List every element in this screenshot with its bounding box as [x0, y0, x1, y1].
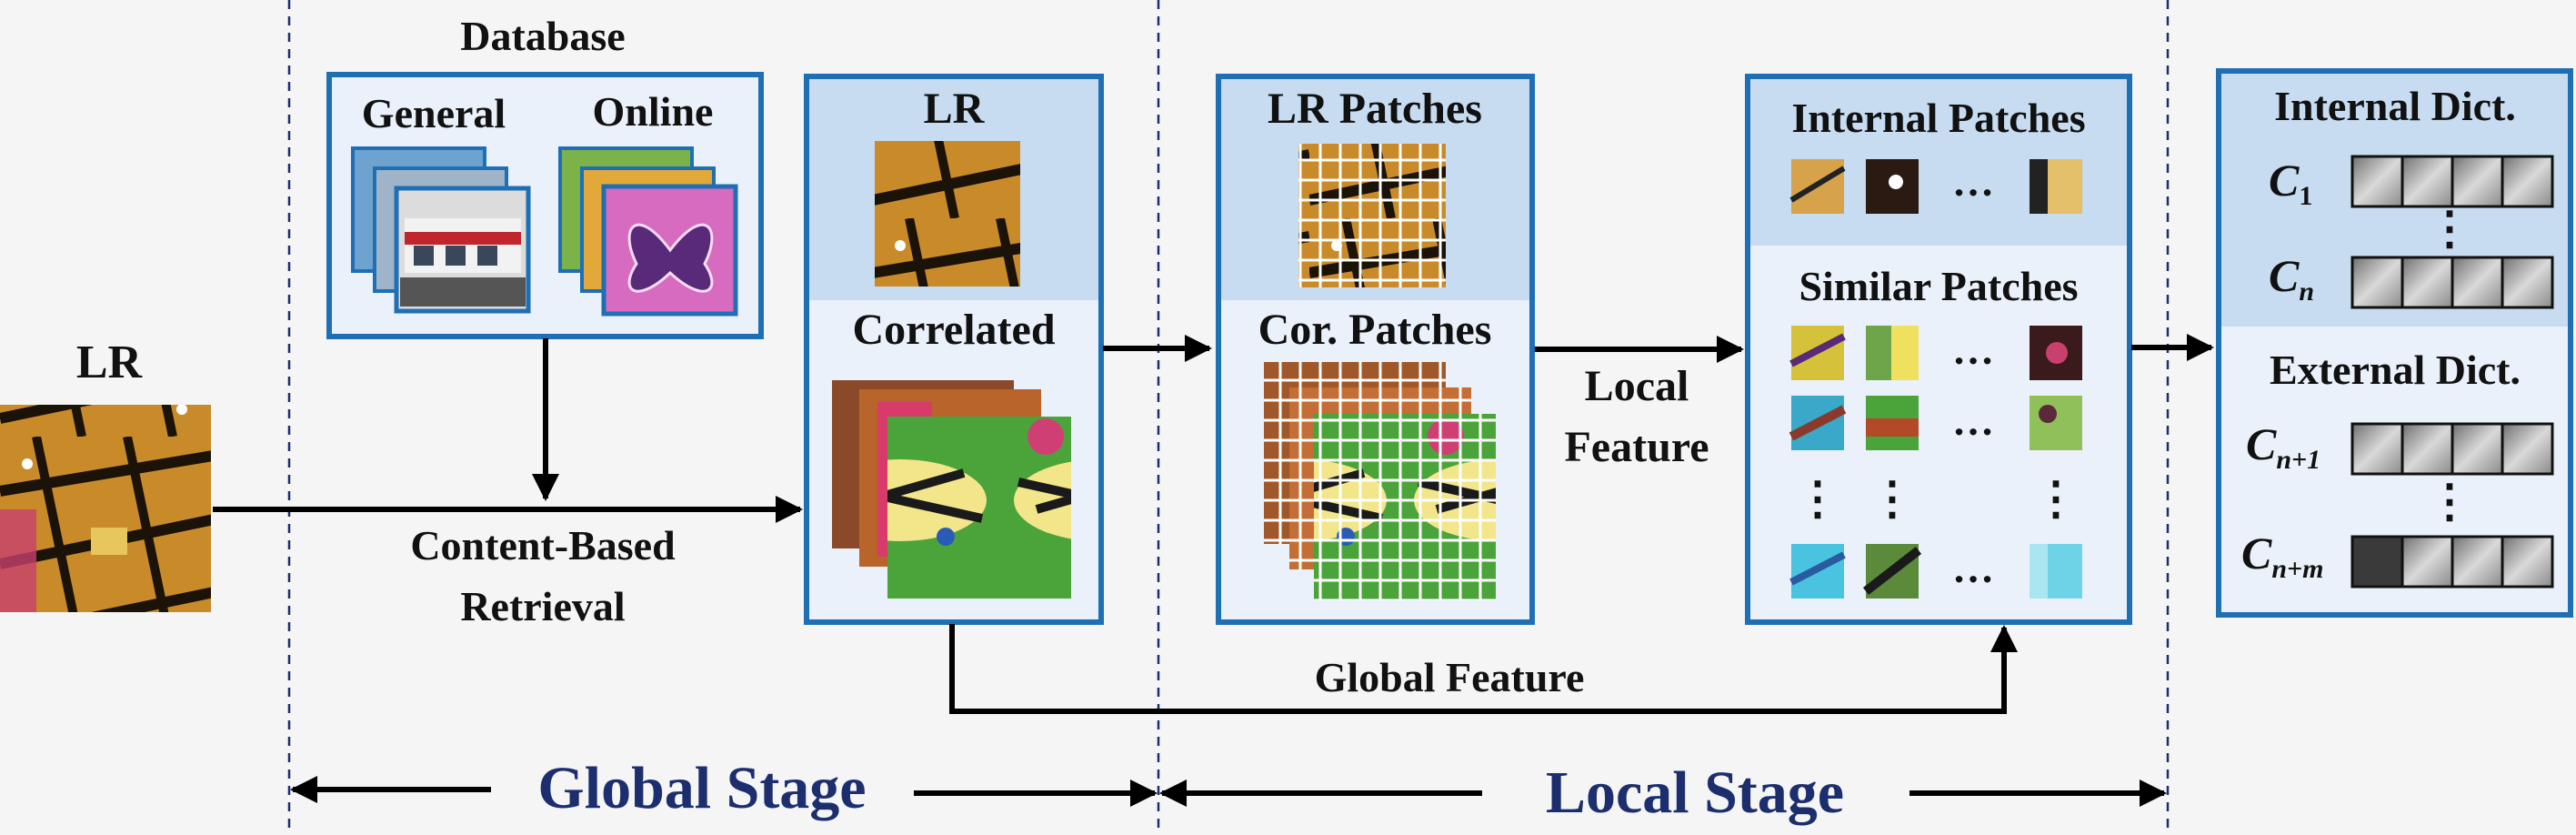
global-lr-label: LR: [924, 85, 986, 133]
cn-label: Cn: [2269, 250, 2314, 307]
lr-patches-image: [1298, 144, 1446, 287]
external-dict-label: External Dict.: [2270, 347, 2521, 393]
cn1-label: Cn+1: [2246, 418, 2320, 475]
similar-patches-vdots-col3: ⋮: [2033, 473, 2079, 524]
retrieval-label-line2: Retrieval: [460, 583, 625, 629]
correlated-image-stack: [832, 380, 1071, 599]
c1-label: C1: [2269, 155, 2312, 211]
similar-patches-ellipsis-row1: …: [1952, 327, 1994, 373]
input-lr-label: LR: [76, 337, 144, 388]
internal-patches-label: Internal Patches: [1791, 95, 2085, 141]
similar-patches-ellipsis-row3: …: [1952, 545, 1994, 591]
database-general-label: General: [362, 90, 506, 136]
lr-patches-label: LR Patches: [1268, 85, 1482, 133]
global-stage-label: Global Stage: [537, 755, 866, 821]
local-feature-label-line2: Feature: [1564, 423, 1709, 471]
global-feature-arrow: [949, 624, 2018, 714]
cnm-label: Cn+m: [2241, 528, 2323, 584]
internal-atoms-cn: [2350, 256, 2554, 309]
similar-patch-grid: [1789, 326, 2082, 599]
external-atoms-cnm: [2350, 535, 2554, 589]
global-lr-image: [875, 141, 1020, 287]
local-feature-label-line1: Local: [1585, 362, 1689, 410]
general-image-stack: [351, 146, 531, 314]
internal-patch-row: [1789, 159, 2082, 214]
internal-dict-vdots: ⋮: [2427, 203, 2472, 254]
cor-patches-label: Cor. Patches: [1258, 306, 1492, 354]
database-online-label: Online: [593, 88, 714, 135]
retrieval-label-line1: Content-Based: [410, 522, 676, 568]
external-atoms-cn1: [2350, 422, 2554, 476]
local-stage-label: Local Stage: [1546, 760, 1844, 826]
external-dict-vdots: ⋮: [2427, 476, 2472, 527]
global-feature-label: Global Feature: [1315, 654, 1585, 700]
database-title: Database: [460, 13, 625, 59]
similar-patches-vdots-col2: ⋮: [1869, 473, 1915, 524]
internal-dict-label: Internal Dict.: [2274, 83, 2516, 129]
similar-patches-label: Similar Patches: [1799, 263, 2078, 309]
input-lr-image: [0, 405, 211, 612]
correlated-label: Correlated: [852, 306, 1055, 354]
internal-patches-ellipsis: …: [1952, 158, 1994, 205]
internal-atoms-c1: [2350, 155, 2554, 208]
similar-patches-vdots-col1: ⋮: [1795, 473, 1840, 524]
online-image-stack: [558, 146, 738, 317]
similar-patches-ellipsis-row2: …: [1952, 397, 1994, 444]
cor-patches-image-stack: [1264, 362, 1496, 600]
